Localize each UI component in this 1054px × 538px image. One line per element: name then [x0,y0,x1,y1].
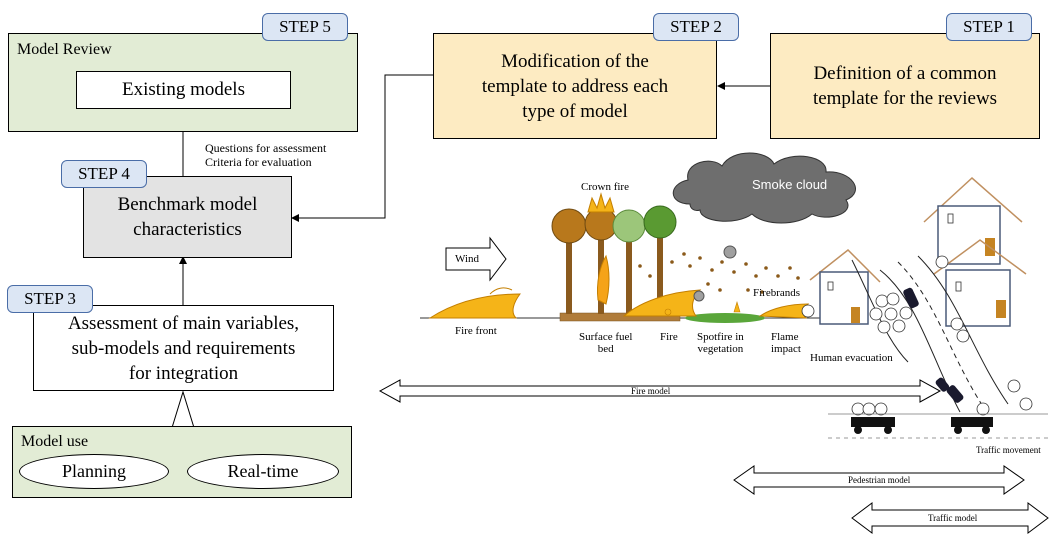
modification-line2: template to address each [481,75,669,97]
trunk-flame [597,254,610,305]
assessment-line2: sub-models and requirements [71,337,296,359]
fire-model-label: Fire model [631,386,671,396]
questions-label: Questions for assessment Criteria for ev… [205,141,326,169]
car-icon [946,385,964,403]
arrow-step2-to-step4 [291,74,433,222]
modification-line1: Modification of the [501,50,649,72]
benchmark-box: Benchmark model characteristics [83,176,292,258]
step1-tag: STEP 1 [946,13,1032,41]
firebrand-ember-large [723,245,737,259]
vegetation-patch [685,313,765,323]
spotfire-line2: vegetation [697,343,744,355]
fire-front-label: Fire front [455,325,497,337]
traffic-model-arrow [851,502,1049,534]
flame-impact-line2: impact [771,343,801,355]
model-range-arrows [378,379,1049,534]
planning-ellipse: Planning [19,454,169,489]
step4-tag: STEP 4 [61,160,147,188]
definition-line2: template for the reviews [812,88,998,109]
modification-line3: type of model [522,100,628,122]
tree-crown-brown [551,208,587,244]
tree-trunk [566,232,572,314]
firebrand-dots [638,252,800,294]
traffic-movement-label: Traffic movement [976,445,1041,455]
step3-tag: STEP 3 [7,285,93,313]
cars [903,287,964,403]
human-evacuation-label: Human evacuation [810,352,893,364]
step2-tag: STEP 2 [653,13,739,41]
model-review-panel: Model Review [8,33,358,132]
house-icon [933,239,1027,327]
smoke-cloud-label: Smoke cloud [752,177,828,192]
vehicle-icon [851,417,895,427]
model-use-title: Model use [21,433,89,450]
tree-crown-burning [584,207,618,241]
existing-models-box: Existing models [76,71,291,109]
questions-line2: Criteria for evaluation [205,155,312,169]
benchmark-line2: characteristics [133,219,242,240]
model-review-title: Model Review [17,41,112,58]
crown-fire-label: Crown fire [581,181,629,193]
definition-box: Definition of a common template for the … [770,33,1040,139]
surface-fuel-bed-line2: bed [597,343,614,355]
car-icon [935,377,950,392]
firebrand-ember-small [693,290,705,302]
step5-tag: STEP 5 [262,13,348,41]
surface-fuel-bed-label: Surface fuel bed [579,331,632,355]
tree-crown-light-green [612,209,646,243]
pedestrian-model-label: Pedestrian model [848,475,911,485]
fire-front-flame [428,287,521,319]
car-icon [903,287,919,309]
tree-trunk [626,236,632,314]
spotfire-label: Spotfire in vegetation [697,331,744,355]
assessment-line3: for integration [128,362,239,384]
flame-impact-label: Flame impact [771,331,801,355]
people [801,255,1033,416]
assessment-box: Assessment of main variables, sub-models… [33,305,334,391]
house-icon [923,176,1023,265]
traffic-model-label: Traffic model [928,513,978,523]
crown-fire-flame [587,192,615,213]
wind-arrow-icon [445,236,507,282]
benchmark-line1: Benchmark model [117,194,258,215]
flame-impact-line1: Flame [771,331,799,343]
ground [420,312,845,323]
pedestrian-model-arrow [733,465,1025,495]
house-icon [809,248,881,325]
definition-line1: Definition of a common [813,63,997,84]
wind-label: Wind [455,253,479,265]
spotfire-line1: Spotfire in [697,331,744,343]
tree-crown-green [643,205,677,239]
realtime-ellipse: Real-time [187,454,339,489]
traffic-vehicles [851,417,993,434]
tree-trunk [657,234,663,314]
fire-model-arrow [378,379,942,403]
firebrands-label: Firebrands [753,287,801,299]
fire-label: Fire [660,331,678,343]
surface-fuel-bed-strip [559,312,681,322]
assessment-line1: Assessment of main variables, [67,312,300,334]
surface-fuel-bed-line1: Surface fuel [579,331,633,343]
smoke-cloud-icon [672,152,856,224]
trees [551,192,677,314]
houses [809,176,1027,327]
modification-box: Modification of the template to address … [433,33,717,139]
surface-fire-flame [622,289,702,317]
questions-line1: Questions for assessment [205,141,327,155]
vehicle-icon [951,417,993,427]
